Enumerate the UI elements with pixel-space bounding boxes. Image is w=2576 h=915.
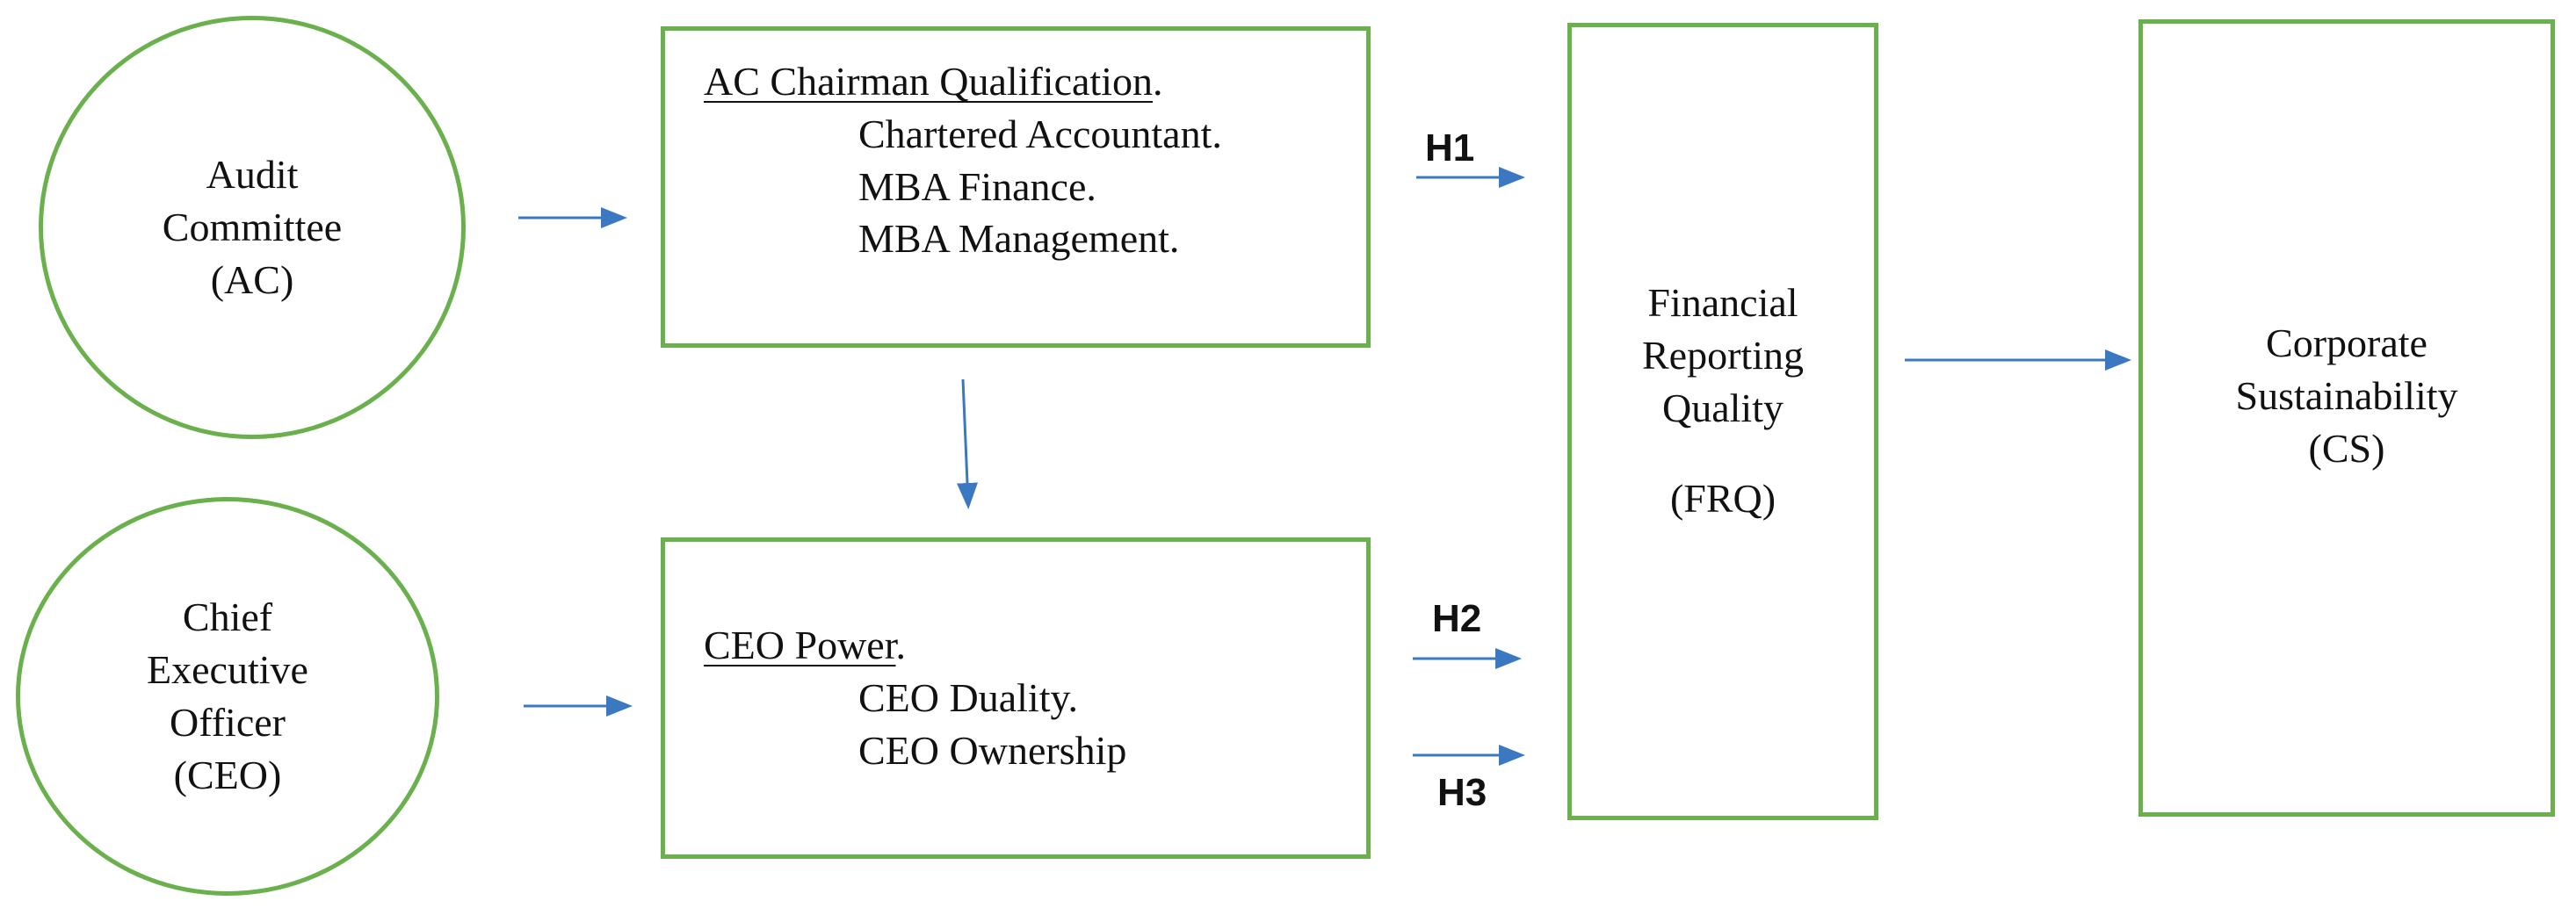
frq-line-1: Financial bbox=[1647, 280, 1798, 325]
ceo-node: Chief Executive Officer (CEO) bbox=[16, 497, 439, 896]
frq-line-3: Quality bbox=[1662, 385, 1784, 430]
ac-box-item-3: MBA Management. bbox=[858, 216, 1180, 262]
frq-line-2: Reporting bbox=[1642, 332, 1804, 378]
hypothesis-label-h3: H3 bbox=[1437, 771, 1487, 814]
cs-line-2: Sustainability bbox=[2235, 372, 2458, 418]
audit-committee-line-3: (AC) bbox=[210, 256, 294, 302]
cs-line-1: Corporate bbox=[2266, 321, 2428, 365]
arrow-qualification-to-power bbox=[956, 378, 978, 509]
ceo-box-heading: CEO Power bbox=[704, 623, 896, 667]
ac-box-heading: AC Chairman Qualification bbox=[704, 59, 1153, 104]
audit-committee-line-2: Committee bbox=[162, 205, 343, 250]
ac-box-heading-suffix: . bbox=[1153, 59, 1163, 104]
ceo-box-item-2: CEO Ownership bbox=[858, 727, 1127, 773]
ceo-power-box: CEO Power. CEO Duality. CEO Ownership bbox=[661, 537, 1371, 859]
ceo-line-1: Chief bbox=[182, 594, 273, 640]
hypothesis-label-h2: H2 bbox=[1432, 597, 1482, 640]
ceo-box-heading-suffix: . bbox=[895, 623, 907, 667]
frq-box: Financial Reporting Quality (FRQ) bbox=[1567, 23, 1878, 820]
cs-box: Corporate Sustainability (CS) bbox=[2138, 19, 2555, 817]
frq-line-4: (FRQ) bbox=[1669, 476, 1776, 522]
ac-box-item-1: Chartered Accountant. bbox=[858, 111, 1222, 156]
ceo-line-3: Officer bbox=[170, 700, 286, 745]
ac-box-item-2: MBA Finance. bbox=[858, 163, 1096, 209]
ceo-line-2: Executive bbox=[147, 647, 308, 693]
audit-committee-line-1: Audit bbox=[206, 152, 299, 198]
ac-chairman-qualification-box: AC Chairman Qualification. Chartered Acc… bbox=[661, 26, 1371, 348]
audit-committee-node: Audit Committee (AC) bbox=[39, 16, 466, 439]
cs-line-3: (CS) bbox=[2308, 425, 2385, 471]
ceo-box-item-1: CEO Duality. bbox=[858, 674, 1078, 720]
hypothesis-label-h1: H1 bbox=[1425, 126, 1475, 169]
ceo-line-4: (CEO) bbox=[173, 752, 282, 797]
